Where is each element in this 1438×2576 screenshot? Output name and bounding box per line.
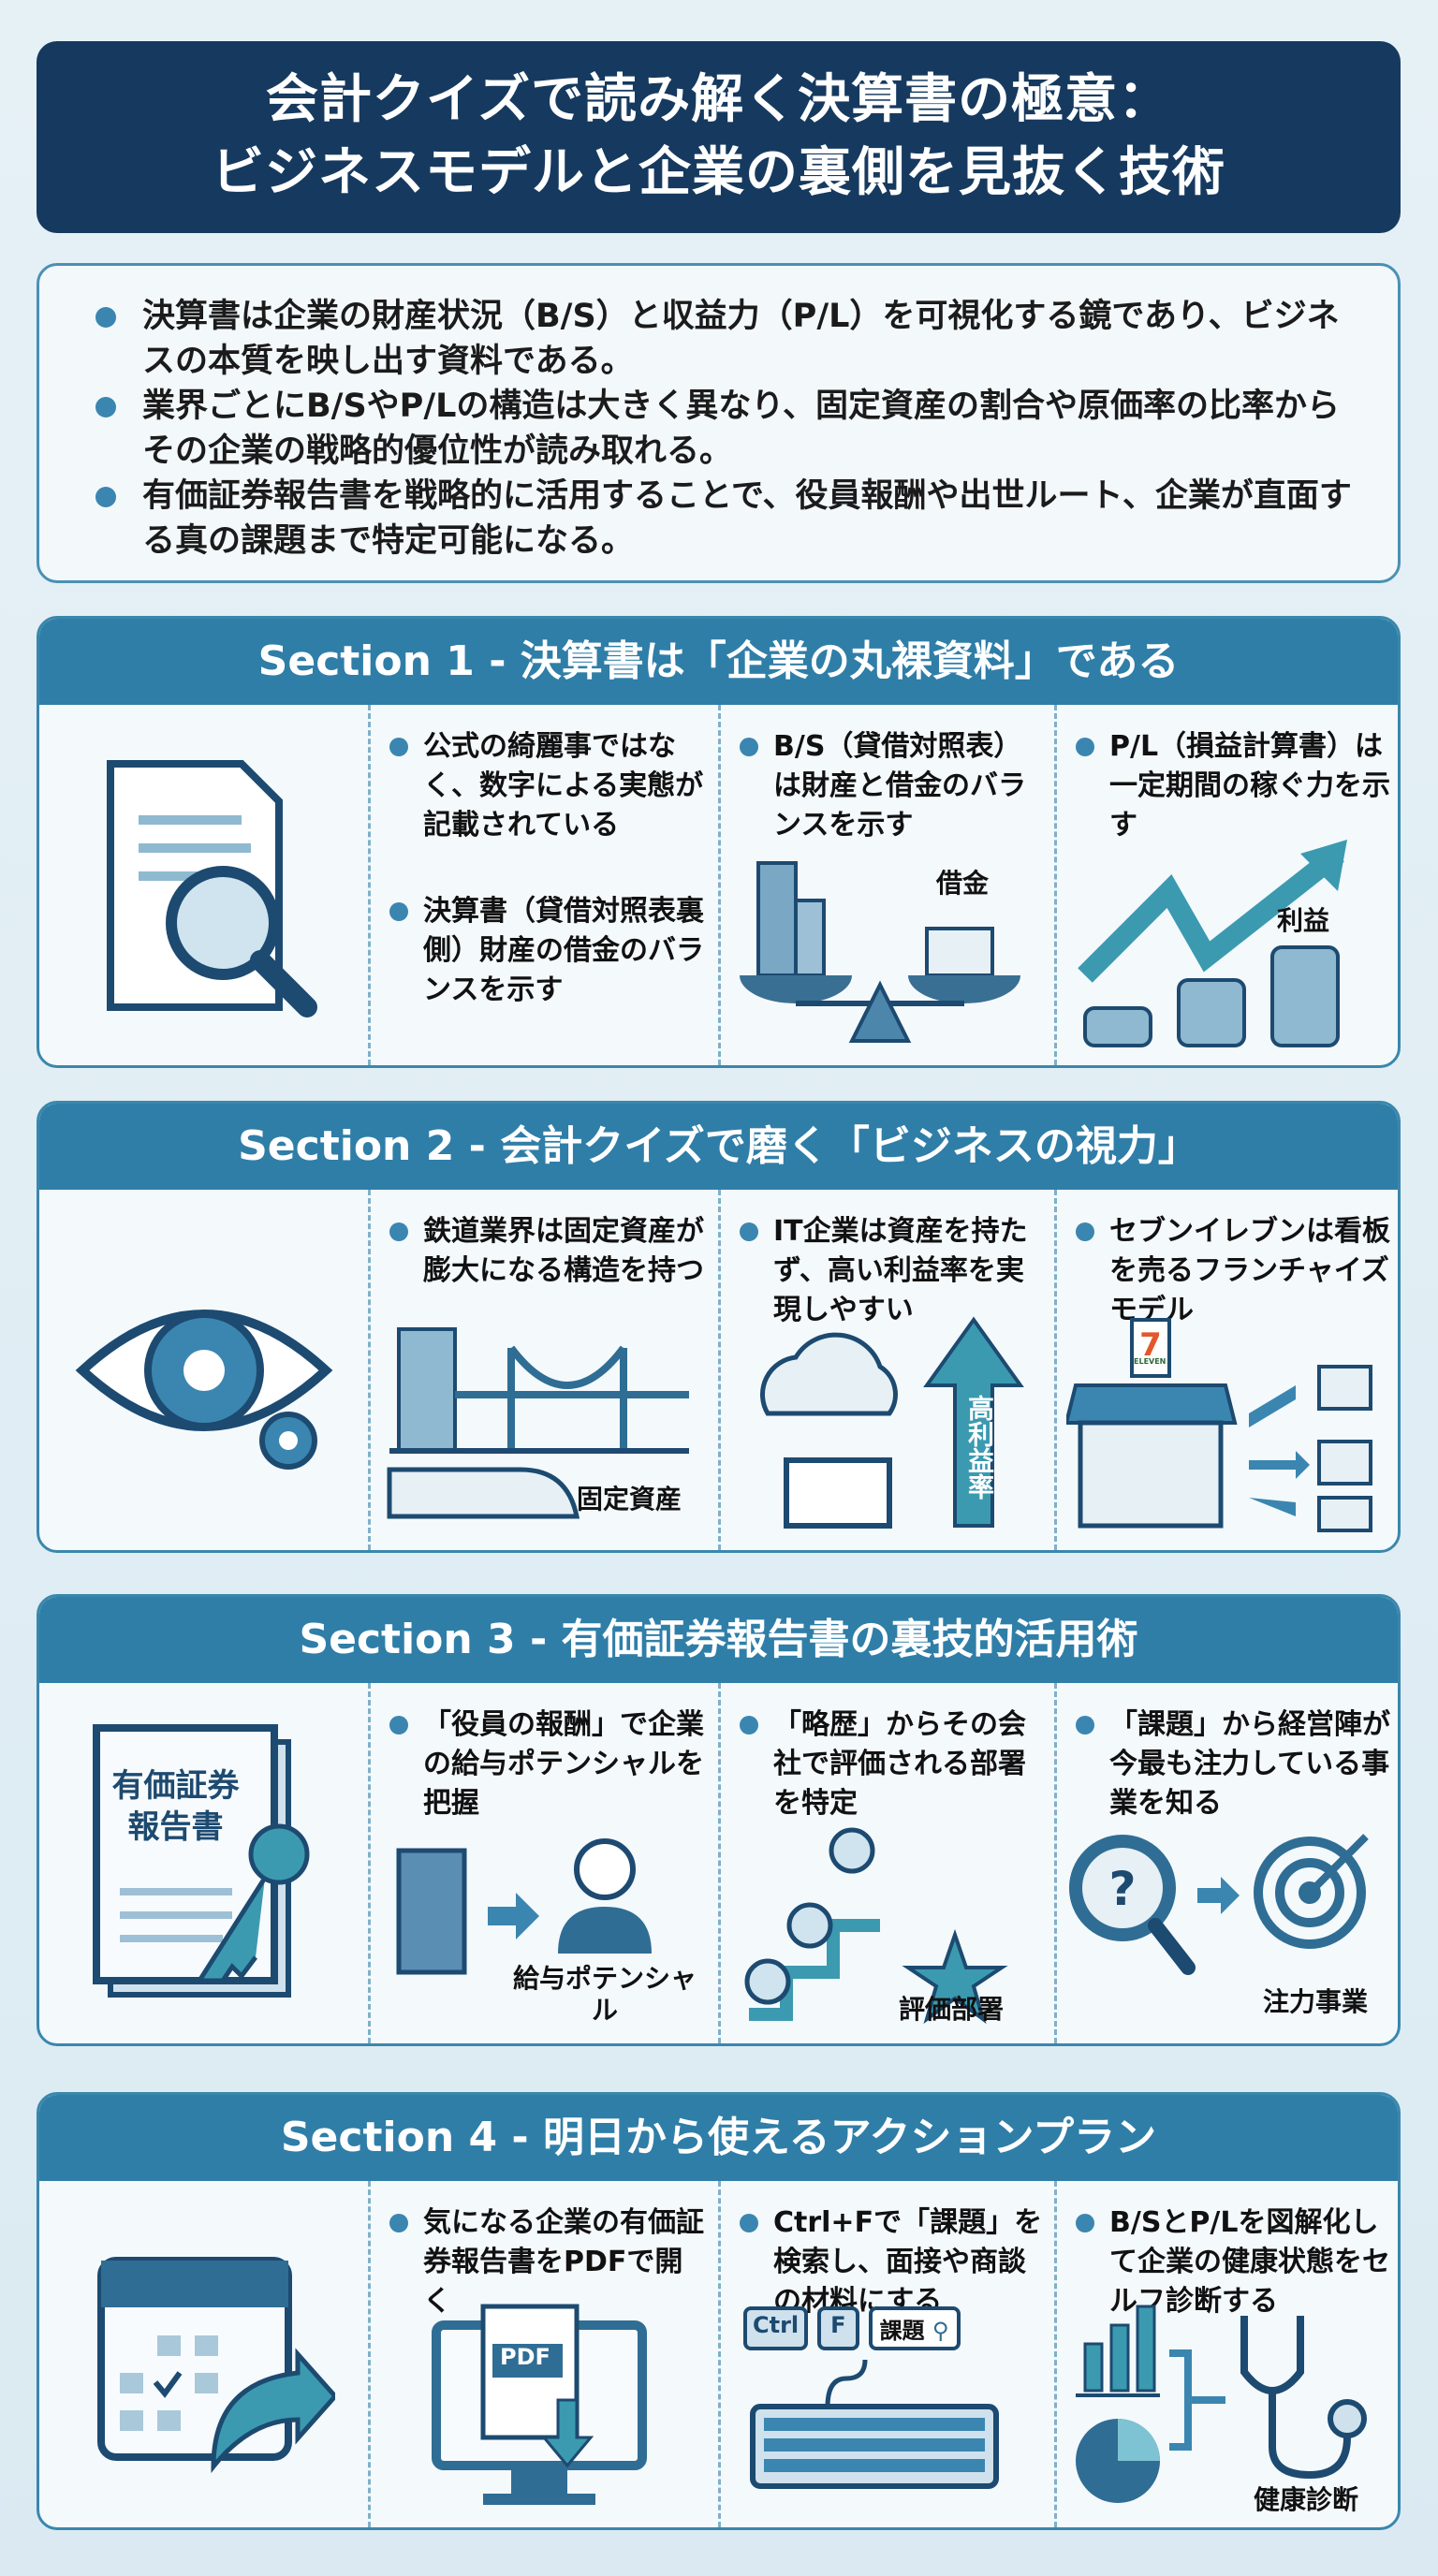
- section-title: Section 4 - 明日から使えるアクションプラン: [39, 2095, 1398, 2181]
- railway-bridge-icon: 固定資産: [380, 1310, 709, 1535]
- summary-box: 決算書は企業の財産状況（B/S）と収益力（P/L）を可視化する鏡であり、ビジネス…: [37, 263, 1401, 583]
- section-1: Section 1 - 決算書は「企業の丸裸資料」である 公式の綺麗事ではなく、…: [37, 616, 1401, 1068]
- column: P/L（損益計算書）は一定期間の稼ぐ力を示す 利益: [1054, 705, 1398, 1065]
- calendar-arrow-icon: [39, 2181, 368, 2527]
- column: 「略歴」からその会社で評価される部署を特定 評価部署: [718, 1683, 1054, 2043]
- bullet-text: 決算書（貸借対照表裏側）財産の借金のバランスを示す: [389, 892, 709, 1010]
- bullet-text: 「略歴」からその会社で評価される部署を特定: [740, 1705, 1045, 1823]
- monitor-pdf-icon: PDF: [380, 2297, 709, 2512]
- growth-chart-icon: 利益: [1066, 835, 1394, 1050]
- column: セブンイレブンは看板を売るフランチャイズモデル 7 ELEVEN: [1054, 1190, 1398, 1550]
- column: B/S（貸借対照表）は財産と借金のバランスを示す 借金: [718, 705, 1054, 1065]
- report-key-icon: 有価証券報告書: [39, 1683, 368, 2043]
- cloud-laptop-icon: 高利益率: [730, 1310, 1045, 1535]
- keyboard-search-icon: Ctrl F 課題 ⚲: [730, 2306, 1045, 2512]
- bullet-text: Ctrl+Fで「課題」を検索し、面接や商談の材料にする: [740, 2203, 1045, 2321]
- bullet-text: 公式の綺麗事ではなく、数字による実態が記載されている: [389, 727, 709, 845]
- svg-text:7: 7: [1139, 1326, 1162, 1364]
- franchise-store-icon: 7 ELEVEN: [1064, 1310, 1394, 1535]
- section-3: Section 3 - 有価証券報告書の裏技的活用術 有価証券報告書 「役員の報…: [37, 1594, 1401, 2046]
- column: 気になる企業の有価証券報告書をPDFで開く PDF: [368, 2181, 718, 2527]
- page-title: 会計クイズで読み解く決算書の極意： ビジネスモデルと企業の裏側を見抜く技術: [37, 41, 1401, 233]
- column: B/SとP/Lを図解化して企業の健康状態をセルフ診断する 健康診断: [1054, 2181, 1398, 2527]
- summary-item: 業界ごとにB/SやP/Lの構造は大きく異なり、固定資産の割合や原価率の比率からそ…: [95, 384, 1360, 474]
- column: 公式の綺麗事ではなく、数字による実態が記載されている 決算書（貸借対照表裏側）財…: [368, 705, 718, 1065]
- section-title: Section 1 - 決算書は「企業の丸裸資料」である: [39, 619, 1398, 705]
- column: IT企業は資産を持たず、高い利益率を実現しやすい 高利益率: [718, 1190, 1054, 1550]
- summary-item: 有価証券報告書を戦略的に活用することで、役員報酬や出世ルート、企業が直面する真の…: [95, 474, 1360, 564]
- bullet-text: 鉄道業界は固定資産が膨大になる構造を持つ: [389, 1212, 709, 1291]
- column: 鉄道業界は固定資産が膨大になる構造を持つ 固定資産: [368, 1190, 718, 1550]
- section-2: Section 2 - 会計クイズで磨く「ビジネスの視力」 鉄道業界は固定資産が…: [37, 1101, 1401, 1553]
- money-to-person-icon: 給与ポテンシャル: [380, 1822, 709, 2028]
- career-stairs-icon: 評価部署: [730, 1813, 1045, 2028]
- section-title: Section 2 - 会計クイズで磨く「ビジネスの視力」: [39, 1104, 1398, 1190]
- summary-item: 決算書は企業の財産状況（B/S）と収益力（P/L）を可視化する鏡であり、ビジネス…: [95, 294, 1360, 384]
- balance-scale-icon: 借金: [730, 844, 1045, 1050]
- question-target-icon: ? 注力事業: [1066, 1822, 1394, 2028]
- f-key: F: [817, 2306, 859, 2350]
- column: Ctrl+Fで「課題」を検索し、面接や商談の材料にする Ctrl F 課題 ⚲: [718, 2181, 1054, 2527]
- bullet-text: 気になる企業の有価証券報告書をPDFで開く: [389, 2203, 709, 2321]
- eye-gear-icon: [39, 1190, 368, 1550]
- section-title: Section 3 - 有価証券報告書の裏技的活用術: [39, 1597, 1398, 1683]
- bullet-text: 「課題」から経営陣が今最も注力している事業を知る: [1076, 1705, 1394, 1823]
- section-4: Section 4 - 明日から使えるアクションプラン 気になる企業の有価証券報…: [37, 2092, 1401, 2530]
- ctrl-key: Ctrl: [743, 2306, 809, 2350]
- bullet-text: P/L（損益計算書）は一定期間の稼ぐ力を示す: [1076, 727, 1394, 845]
- bullet-text: 「役員の報酬」で企業の給与ポテンシャルを把握: [389, 1705, 709, 1823]
- document-magnifier-icon: [39, 705, 368, 1065]
- column: 「役員の報酬」で企業の給与ポテンシャルを把握 給与ポテンシャル: [368, 1683, 718, 2043]
- svg-text:?: ?: [1108, 1862, 1136, 1916]
- column: 「課題」から経営陣が今最も注力している事業を知る ? 注力事業: [1054, 1683, 1398, 2043]
- chart-stethoscope-icon: 健康診断: [1066, 2297, 1394, 2515]
- bullet-text: B/S（貸借対照表）は財産と借金のバランスを示す: [740, 727, 1045, 845]
- bullet-text: セブンイレブンは看板を売るフランチャイズモデル: [1076, 1212, 1394, 1330]
- search-box: 課題 ⚲: [868, 2306, 961, 2350]
- search-icon: ⚲: [932, 2318, 949, 2344]
- bullet-text: IT企業は資産を持たず、高い利益率を実現しやすい: [740, 1212, 1045, 1330]
